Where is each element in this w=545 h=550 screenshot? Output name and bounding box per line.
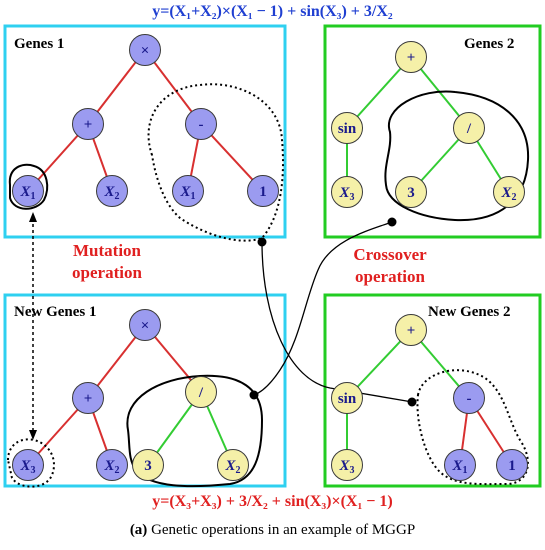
g2-x2-sub: 2 xyxy=(511,192,517,203)
n1-x2-var: X xyxy=(104,458,115,474)
g1-x1b-var: X xyxy=(180,184,191,200)
g2-node-x3: X3 xyxy=(331,176,363,208)
n1-node-div: / xyxy=(185,376,217,408)
g2-node-plus: + xyxy=(395,41,427,73)
genes1-box xyxy=(3,24,287,239)
mutation-operation-label: Mutation operation xyxy=(52,240,162,284)
top-equation: y=(X₁+X₂)×(X₁ − 1) + sin(X₃) + 3/X₂ xyxy=(152,3,393,20)
caption-prefix: (a) xyxy=(129,522,148,538)
n2-node-sin: sin xyxy=(331,382,363,414)
n2-node-x3: X3 xyxy=(331,449,363,481)
new-genes1-label: New Genes 1 xyxy=(14,304,97,320)
new-genes1-box xyxy=(3,293,287,488)
g2-x3-sub: 3 xyxy=(349,192,355,203)
crossover-source-outline-genes1 xyxy=(147,83,284,242)
connectors xyxy=(29,212,417,440)
g1-node-x2: X2 xyxy=(96,175,128,207)
n2-x1-sub: 1 xyxy=(462,465,468,476)
genes1-label: Genes 1 xyxy=(14,36,65,52)
figure-caption: (a) Genetic operations in an example of … xyxy=(0,522,545,539)
g1-x2-sub: 2 xyxy=(114,191,120,202)
n2-node-plus: + xyxy=(395,314,427,346)
n1-node-plus: + xyxy=(72,382,104,414)
genes2-label: Genes 2 xyxy=(464,36,515,52)
new-genes2-label: New Genes 2 xyxy=(428,304,511,320)
genes2-box xyxy=(323,24,542,239)
caption-text: Genetic operations in an example of MGGP xyxy=(147,522,416,538)
mutation-label-line1: Mutation xyxy=(73,241,141,260)
crossover-label-line1: Crossover xyxy=(353,245,427,264)
crossover-result-outline-new-genes2 xyxy=(416,369,529,486)
g2-node-sin: sin xyxy=(331,112,363,144)
crossover-connector-1 xyxy=(261,241,413,403)
g1-node-one: 1 xyxy=(247,175,279,207)
n2-node-minus: - xyxy=(453,382,485,414)
g1-node-minus: - xyxy=(185,108,217,140)
g1-x2-var: X xyxy=(104,184,115,200)
n1-node-x2b: X2 xyxy=(217,449,249,481)
n1-node-times: × xyxy=(129,309,161,341)
n2-x3-var: X xyxy=(339,458,350,474)
g2-x2-var: X xyxy=(501,185,512,201)
g1-x1-var: X xyxy=(20,184,31,200)
g2-node-three: 3 xyxy=(395,176,427,208)
mutation-result-outline xyxy=(6,438,55,488)
n1-x2b-var: X xyxy=(225,458,236,474)
g2-node-div: / xyxy=(453,112,485,144)
n1-x3-sub: 3 xyxy=(30,465,36,476)
new-genes2-edges xyxy=(346,329,513,466)
n2-x3-sub: 3 xyxy=(349,465,355,476)
mutation-source-outline xyxy=(8,163,49,210)
g1-node-x1b: X1 xyxy=(172,175,204,207)
g1-node-times: × xyxy=(129,34,161,66)
g2-node-x2: X2 xyxy=(493,176,525,208)
crossover-connector-2 xyxy=(253,221,393,396)
n1-node-three: 3 xyxy=(132,449,164,481)
new-genes2-box xyxy=(323,293,542,488)
selection-outlines xyxy=(6,83,530,488)
g1-node-x1: X1 xyxy=(12,175,44,207)
mutation-label-line2: operation xyxy=(72,263,142,282)
n1-node-x2: X2 xyxy=(96,449,128,481)
bottom-equation: y=(X₃+X₃) + 3/X₂ + sin(X₃)×(X₁ − 1) xyxy=(152,493,393,510)
crossover-label-line2: operation xyxy=(355,267,425,286)
g2-x3-var: X xyxy=(339,185,350,201)
n1-x3-var: X xyxy=(20,458,31,474)
n2-x1-var: X xyxy=(452,458,463,474)
n1-node-x3: X3 xyxy=(12,449,44,481)
crossover-operation-label: Crossover operation xyxy=(330,244,450,288)
g1-x1b-sub: 1 xyxy=(190,191,196,202)
genes1-edges xyxy=(27,49,264,192)
n1-x2-sub: 2 xyxy=(114,465,120,476)
g1-node-plus: + xyxy=(72,108,104,140)
n2-node-x1: X1 xyxy=(444,449,476,481)
n1-x2b-sub: 2 xyxy=(235,465,241,476)
g1-x1-sub: 1 xyxy=(30,191,36,202)
n2-node-one: 1 xyxy=(496,449,528,481)
